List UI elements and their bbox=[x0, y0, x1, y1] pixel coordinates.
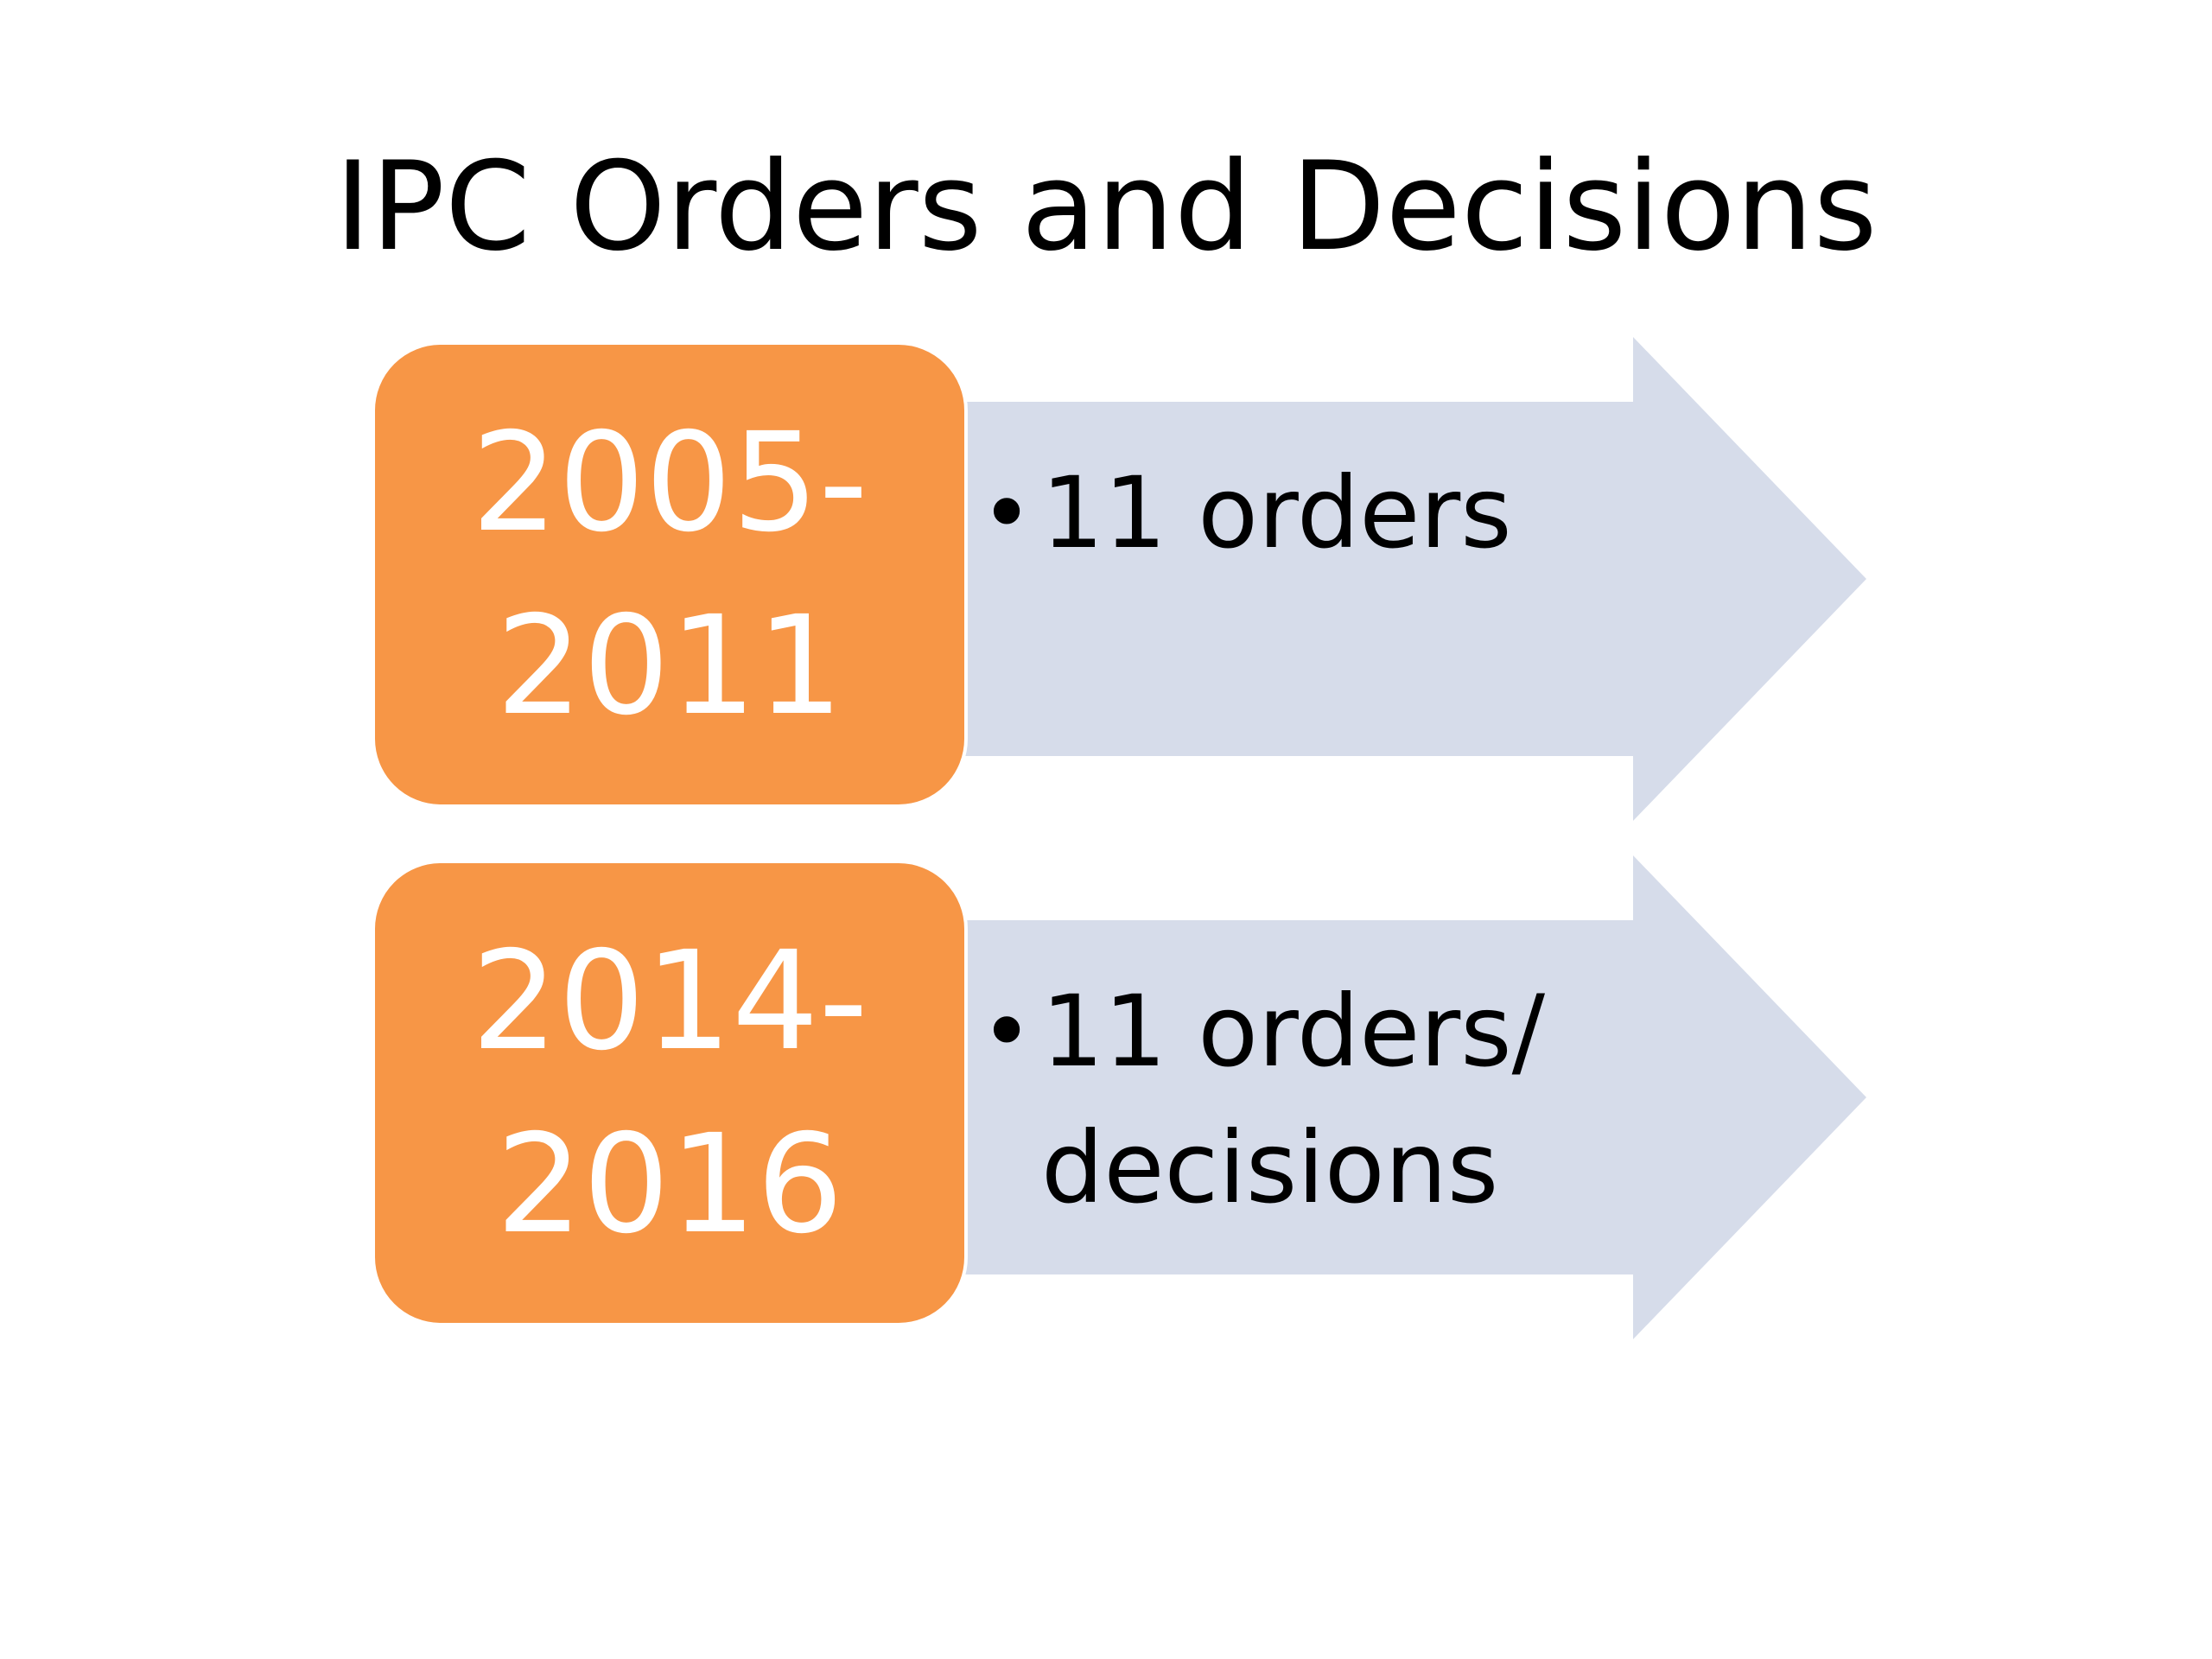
arrow-right-icon bbox=[959, 851, 1866, 1344]
bullet-icon: • bbox=[980, 979, 1033, 1084]
year-range-end: 2016 bbox=[495, 1105, 844, 1264]
arrow-right-icon bbox=[959, 333, 1866, 825]
bullet-text: 11 orders/ decisions bbox=[1041, 974, 1546, 1225]
timeline-row-2005-2011: 2005- 2011 • 11 orders bbox=[0, 333, 2212, 825]
page-title: IPC Orders and Decisions bbox=[334, 136, 1878, 278]
arrow-right-shape bbox=[959, 855, 1866, 1339]
bullet-text: 11 orders bbox=[1041, 455, 1512, 570]
bullet-item: • 11 orders bbox=[972, 445, 1681, 582]
year-range-end: 2011 bbox=[495, 587, 844, 746]
timeline-row-2014-2016: 2014- 2016 • 11 orders/ decisions bbox=[0, 851, 2212, 1344]
arrow-right-shape bbox=[959, 337, 1866, 821]
bullet-item: • 11 orders/ decisions bbox=[972, 963, 1681, 1236]
year-range-box: 2014- 2016 bbox=[372, 860, 968, 1326]
year-range-start: 2014- bbox=[471, 922, 868, 1081]
year-range-start: 2005- bbox=[471, 404, 868, 563]
bullet-icon: • bbox=[980, 461, 1033, 566]
year-range-box: 2005- 2011 bbox=[372, 341, 968, 808]
